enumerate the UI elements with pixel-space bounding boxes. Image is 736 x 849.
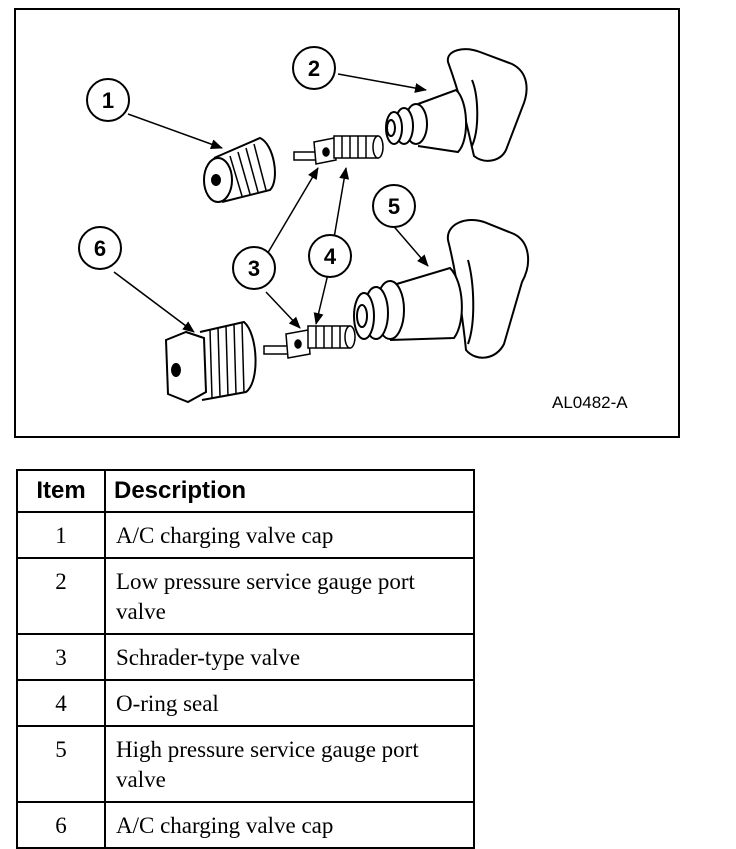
low-pressure-tube: [385, 48, 528, 162]
callout-5: 5: [372, 184, 416, 228]
table-row: 3 Schrader-type valve: [16, 633, 475, 681]
leader-lines: [113, 73, 429, 333]
table-row: 2 Low pressure service gauge port valve: [16, 557, 475, 635]
item-description: High pressure service gauge port valve: [104, 725, 475, 803]
callout-3: 3: [232, 246, 276, 290]
high-pressure-tube: [353, 219, 530, 359]
svg-text:1: 1: [102, 88, 114, 113]
item-description: A/C charging valve cap: [104, 511, 475, 559]
exploded-view-figure: 1 2 3 4 5 6 AL0482-A: [14, 8, 680, 438]
item-number: 6: [16, 801, 106, 849]
item-number: 3: [16, 633, 106, 681]
svg-text:4: 4: [324, 244, 337, 269]
header-description: Description: [104, 469, 475, 513]
svg-text:5: 5: [388, 194, 400, 219]
svg-text:2: 2: [308, 56, 320, 81]
header-item: Item: [16, 469, 106, 513]
item-number: 2: [16, 557, 106, 635]
item-number: 4: [16, 679, 106, 727]
table-row: 6 A/C charging valve cap: [16, 801, 475, 849]
item-description: A/C charging valve cap: [104, 801, 475, 849]
figure-id-label: AL0482-A: [552, 393, 628, 412]
callout-4: 4: [308, 234, 352, 278]
table-row: 1 A/C charging valve cap: [16, 511, 475, 559]
table-row: 5 High pressure service gauge port valve: [16, 725, 475, 803]
lower-charging-cap: [164, 320, 257, 404]
figure-drawing: 1 2 3 4 5 6 AL0482-A: [78, 46, 628, 412]
item-description: O-ring seal: [104, 679, 475, 727]
upper-valve-core: [293, 135, 384, 165]
svg-text:3: 3: [248, 256, 260, 281]
callout-1: 1: [86, 78, 130, 122]
table-header-row: Item Description: [16, 469, 475, 513]
lower-valve-core: [263, 325, 356, 359]
upper-charging-cap: [203, 136, 276, 203]
svg-text:6: 6: [94, 236, 106, 261]
item-description: Low pressure service gauge port valve: [104, 557, 475, 635]
item-number: 1: [16, 511, 106, 559]
legend-table: Item Description 1 A/C charging valve ca…: [16, 469, 475, 849]
table-row: 4 O-ring seal: [16, 679, 475, 727]
callout-6: 6: [78, 226, 122, 270]
callout-2: 2: [292, 46, 336, 90]
item-description: Schrader-type valve: [104, 633, 475, 681]
item-number: 5: [16, 725, 106, 803]
